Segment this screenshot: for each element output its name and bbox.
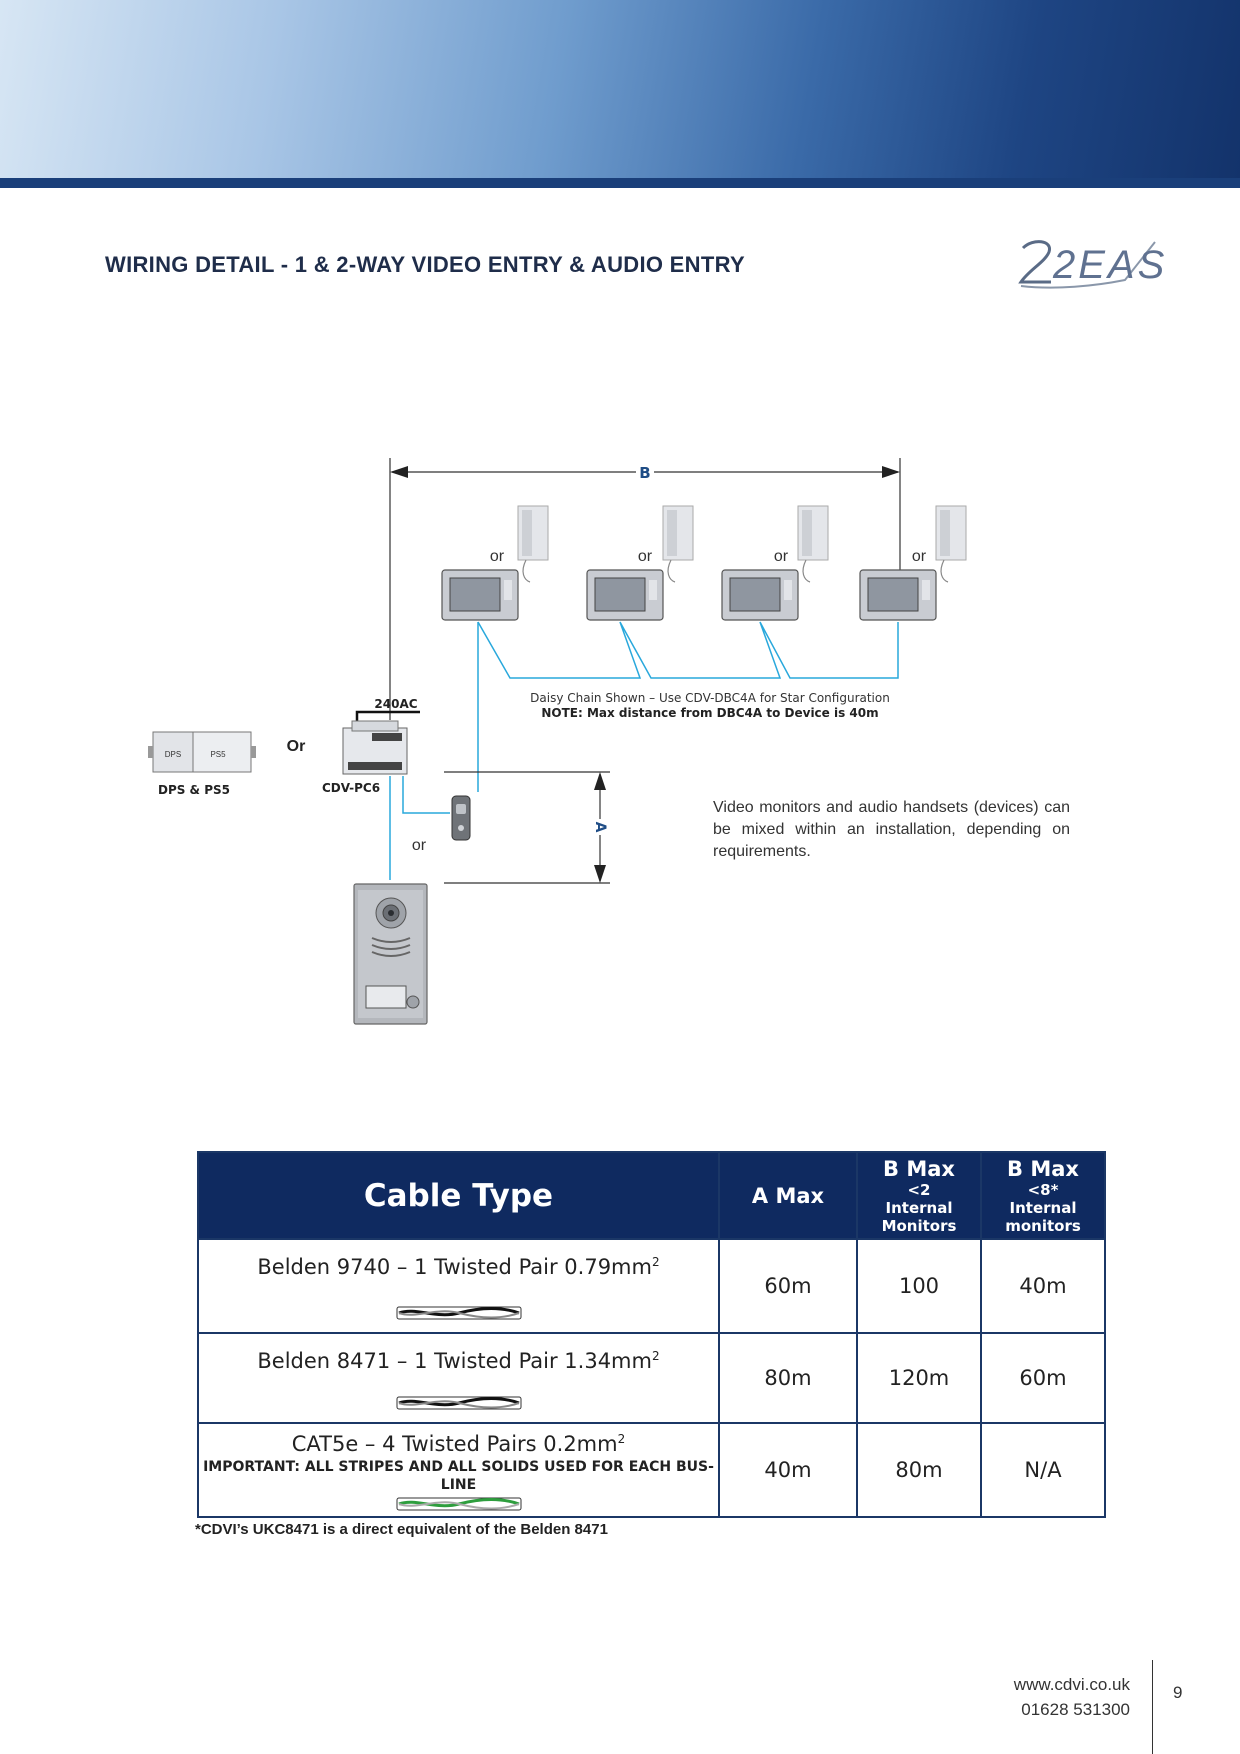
handset-3 <box>797 505 829 583</box>
monitor-4 <box>859 569 937 621</box>
header-a-max: A Max <box>718 1151 858 1240</box>
header-b-max-2-sub1: <2 <box>907 1180 931 1199</box>
monitor-2 <box>586 569 664 621</box>
psu-unit: DPS PS5 <box>148 731 256 773</box>
or-label-2: or <box>638 548 653 565</box>
dimension-b-arrow-right <box>882 466 900 478</box>
dimension-b-label: B <box>639 464 650 482</box>
handset-4 <box>935 505 967 583</box>
footer-phone: 01628 531300 <box>1021 1700 1130 1719</box>
power-label: 240AC <box>374 697 417 711</box>
wiring-diagram: B or or or or <box>148 458 967 1025</box>
header-b-max-2: B Max <2 Internal Monitors <box>856 1151 982 1240</box>
header-b-max-8-sub1: <8* <box>1027 1180 1059 1199</box>
footer-contact: www.cdvi.co.uk 01628 531300 <box>960 1672 1130 1722</box>
video-door-panel <box>353 883 428 1025</box>
cable-table-header: Cable Type A Max B Max <2 Internal Monit… <box>197 1151 1106 1240</box>
header-b-max-8-title: B Max <box>1007 1156 1079 1181</box>
dimension-a-label: A <box>592 822 608 833</box>
a-max-cell: 80m <box>718 1332 858 1424</box>
cable-name: CAT5e – 4 Twisted Pairs 0.2mm2 <box>291 1432 626 1456</box>
cat5e-cable-icon <box>396 1497 521 1511</box>
a-max-cell: 40m <box>718 1422 858 1518</box>
page-number: 9 <box>1173 1683 1183 1702</box>
psu-label: DPS & PS5 <box>158 783 230 797</box>
monitor-3 <box>721 569 799 621</box>
cable-type-cell: CAT5e – 4 Twisted Pairs 0.2mm2 IMPORTANT… <box>197 1422 720 1518</box>
cable-type-cell: Belden 9740 – 1 Twisted Pair 0.79mm2 <box>197 1238 720 1334</box>
controller-label: CDV-PC6 <box>322 781 380 795</box>
header-b-max-2-sub2: Internal <box>885 1198 953 1217</box>
handset-2 <box>662 505 694 583</box>
table-row: Belden 9740 – 1 Twisted Pair 0.79mm2 60m… <box>197 1238 1106 1334</box>
b-max-8-cell: 60m <box>980 1332 1106 1424</box>
or-label-4: or <box>912 548 927 565</box>
cable-name: Belden 8471 – 1 Twisted Pair 1.34mm2 <box>257 1349 660 1373</box>
table-row: Belden 8471 – 1 Twisted Pair 1.34mm2 80m… <box>197 1332 1106 1424</box>
cable-name: Belden 9740 – 1 Twisted Pair 0.79mm2 <box>257 1255 660 1279</box>
or-label-psu: Or <box>287 738 306 755</box>
b-max-2-cell: 100 <box>856 1238 982 1334</box>
footer-website[interactable]: www.cdvi.co.uk <box>1013 1675 1130 1694</box>
b-max-8-cell: N/A <box>980 1422 1106 1518</box>
compact-entry-panel <box>451 795 471 841</box>
header-cable-type: Cable Type <box>197 1151 720 1240</box>
table-row: CAT5e – 4 Twisted Pairs 0.2mm2 IMPORTANT… <box>197 1422 1106 1518</box>
b-max-8-cell: 40m <box>980 1238 1106 1334</box>
header-b-max-2-title: B Max <box>883 1156 955 1181</box>
wire-to-audio-panel <box>402 776 450 814</box>
psu-ps5-text: PS5 <box>210 750 226 759</box>
twisted-pair-icon <box>396 1396 521 1410</box>
installation-note: Video monitors and audio handsets (devic… <box>713 799 1070 860</box>
brand-logo: 2EASY <box>1018 240 1165 289</box>
header-b-max-8-sub2: Internal <box>1009 1198 1077 1217</box>
bus-wire-chain <box>477 621 899 679</box>
dimension-a-arrow-top <box>594 772 606 790</box>
page-title: WIRING DETAIL - 1 & 2-WAY VIDEO ENTRY & … <box>105 252 745 277</box>
or-label-1: or <box>490 548 505 565</box>
footer-divider <box>1152 1660 1153 1754</box>
b-max-2-cell: 120m <box>856 1332 982 1424</box>
header-b-max-8: B Max <8* Internal monitors <box>980 1151 1106 1240</box>
dimension-b-arrow-left <box>390 466 408 478</box>
a-max-cell: 60m <box>718 1238 858 1334</box>
daisy-chain-note: Daisy Chain Shown – Use CDV-DBC4A for St… <box>530 691 890 705</box>
header-banner <box>0 0 1240 178</box>
or-label-3: or <box>774 548 789 565</box>
table-footnote: *CDVI’s UKC8471 is a direct equivalent o… <box>195 1521 608 1538</box>
b-max-2-cell: 80m <box>856 1422 982 1518</box>
twisted-pair-icon <box>396 1306 521 1320</box>
or-label-panel: or <box>412 837 427 854</box>
controller-unit <box>342 720 408 775</box>
header-b-max-2-sub3: Monitors <box>881 1216 957 1235</box>
cable-table: Cable Type A Max B Max <2 Internal Monit… <box>197 1151 1106 1518</box>
cable-type-cell: Belden 8471 – 1 Twisted Pair 1.34mm2 <box>197 1332 720 1424</box>
logo-text: 2EASY <box>1052 243 1165 287</box>
monitor-1 <box>441 569 519 621</box>
psu-dps-text: DPS <box>165 750 181 759</box>
header-banner-strip <box>0 178 1240 188</box>
cable-important-note: IMPORTANT: ALL STRIPES AND ALL SOLIDS US… <box>203 1459 714 1493</box>
header-b-max-8-sub3: monitors <box>1005 1216 1081 1235</box>
dimension-a-arrow-bottom <box>594 865 606 883</box>
handset-1 <box>517 505 549 583</box>
max-distance-note: NOTE: Max distance from DBC4A to Device … <box>541 706 878 720</box>
